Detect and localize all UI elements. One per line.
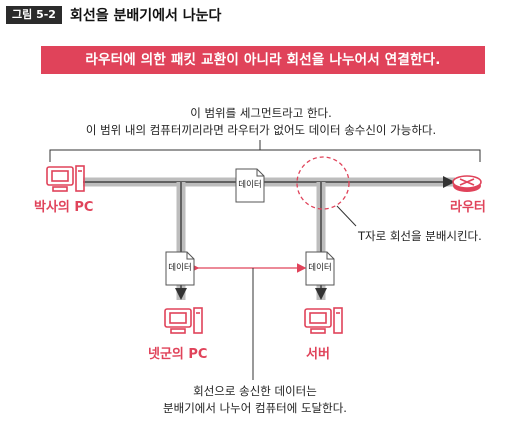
- junction-circle: [296, 156, 350, 210]
- bottom-note-line2: 분배기에서 나누어 컴퓨터에 도달한다.: [163, 401, 347, 415]
- computer-icon-server: [304, 307, 343, 334]
- packet-label-server: 데이터: [308, 263, 332, 273]
- router-icon: [452, 175, 482, 192]
- packet-label-kid: 데이터: [168, 263, 192, 273]
- computer-icon-doctor: [46, 165, 85, 192]
- t-split-note: T자로 회선을 분배시킨다.: [358, 229, 482, 243]
- segment-note-line1: 이 범위를 세그먼트라고 한다.: [190, 106, 332, 120]
- segment-note-line2: 이 범위 내의 컴퓨터끼리라면 라우터가 없어도 데이터 송수신이 가능하다.: [85, 123, 437, 137]
- bottom-note-line1: 회선으로 송신한 데이터는: [193, 384, 317, 398]
- packet-main: [235, 168, 265, 203]
- computer-icon-kid: [164, 307, 203, 334]
- segment-note: 이 범위를 세그먼트라고 한다. 이 범위 내의 컴퓨터끼리라면 라우터가 없어…: [60, 105, 462, 139]
- t-note-pointer: [336, 205, 357, 227]
- figure-title: 회선을 분배기에서 나눈다: [70, 8, 222, 24]
- label-doctor-pc: 박사의 PC: [34, 200, 94, 215]
- label-router: 라우터: [450, 200, 486, 215]
- figure-number: 그림 5-2: [6, 6, 62, 24]
- segment-bracket: [49, 149, 481, 162]
- banner: 라우터에 의한 패킷 교환이 아니라 회선을 나누어서 연결한다.: [41, 46, 485, 74]
- bottom-note: 회선으로 송신한 데이터는 분배기에서 나누어 컴퓨터에 도달한다.: [130, 383, 380, 417]
- packet-label-main: 데이터: [238, 180, 262, 190]
- packet-kid: [165, 251, 195, 286]
- packet-server: [305, 251, 335, 286]
- label-kid-pc: 넷군의 PC: [148, 347, 208, 362]
- label-server: 서버: [306, 347, 330, 362]
